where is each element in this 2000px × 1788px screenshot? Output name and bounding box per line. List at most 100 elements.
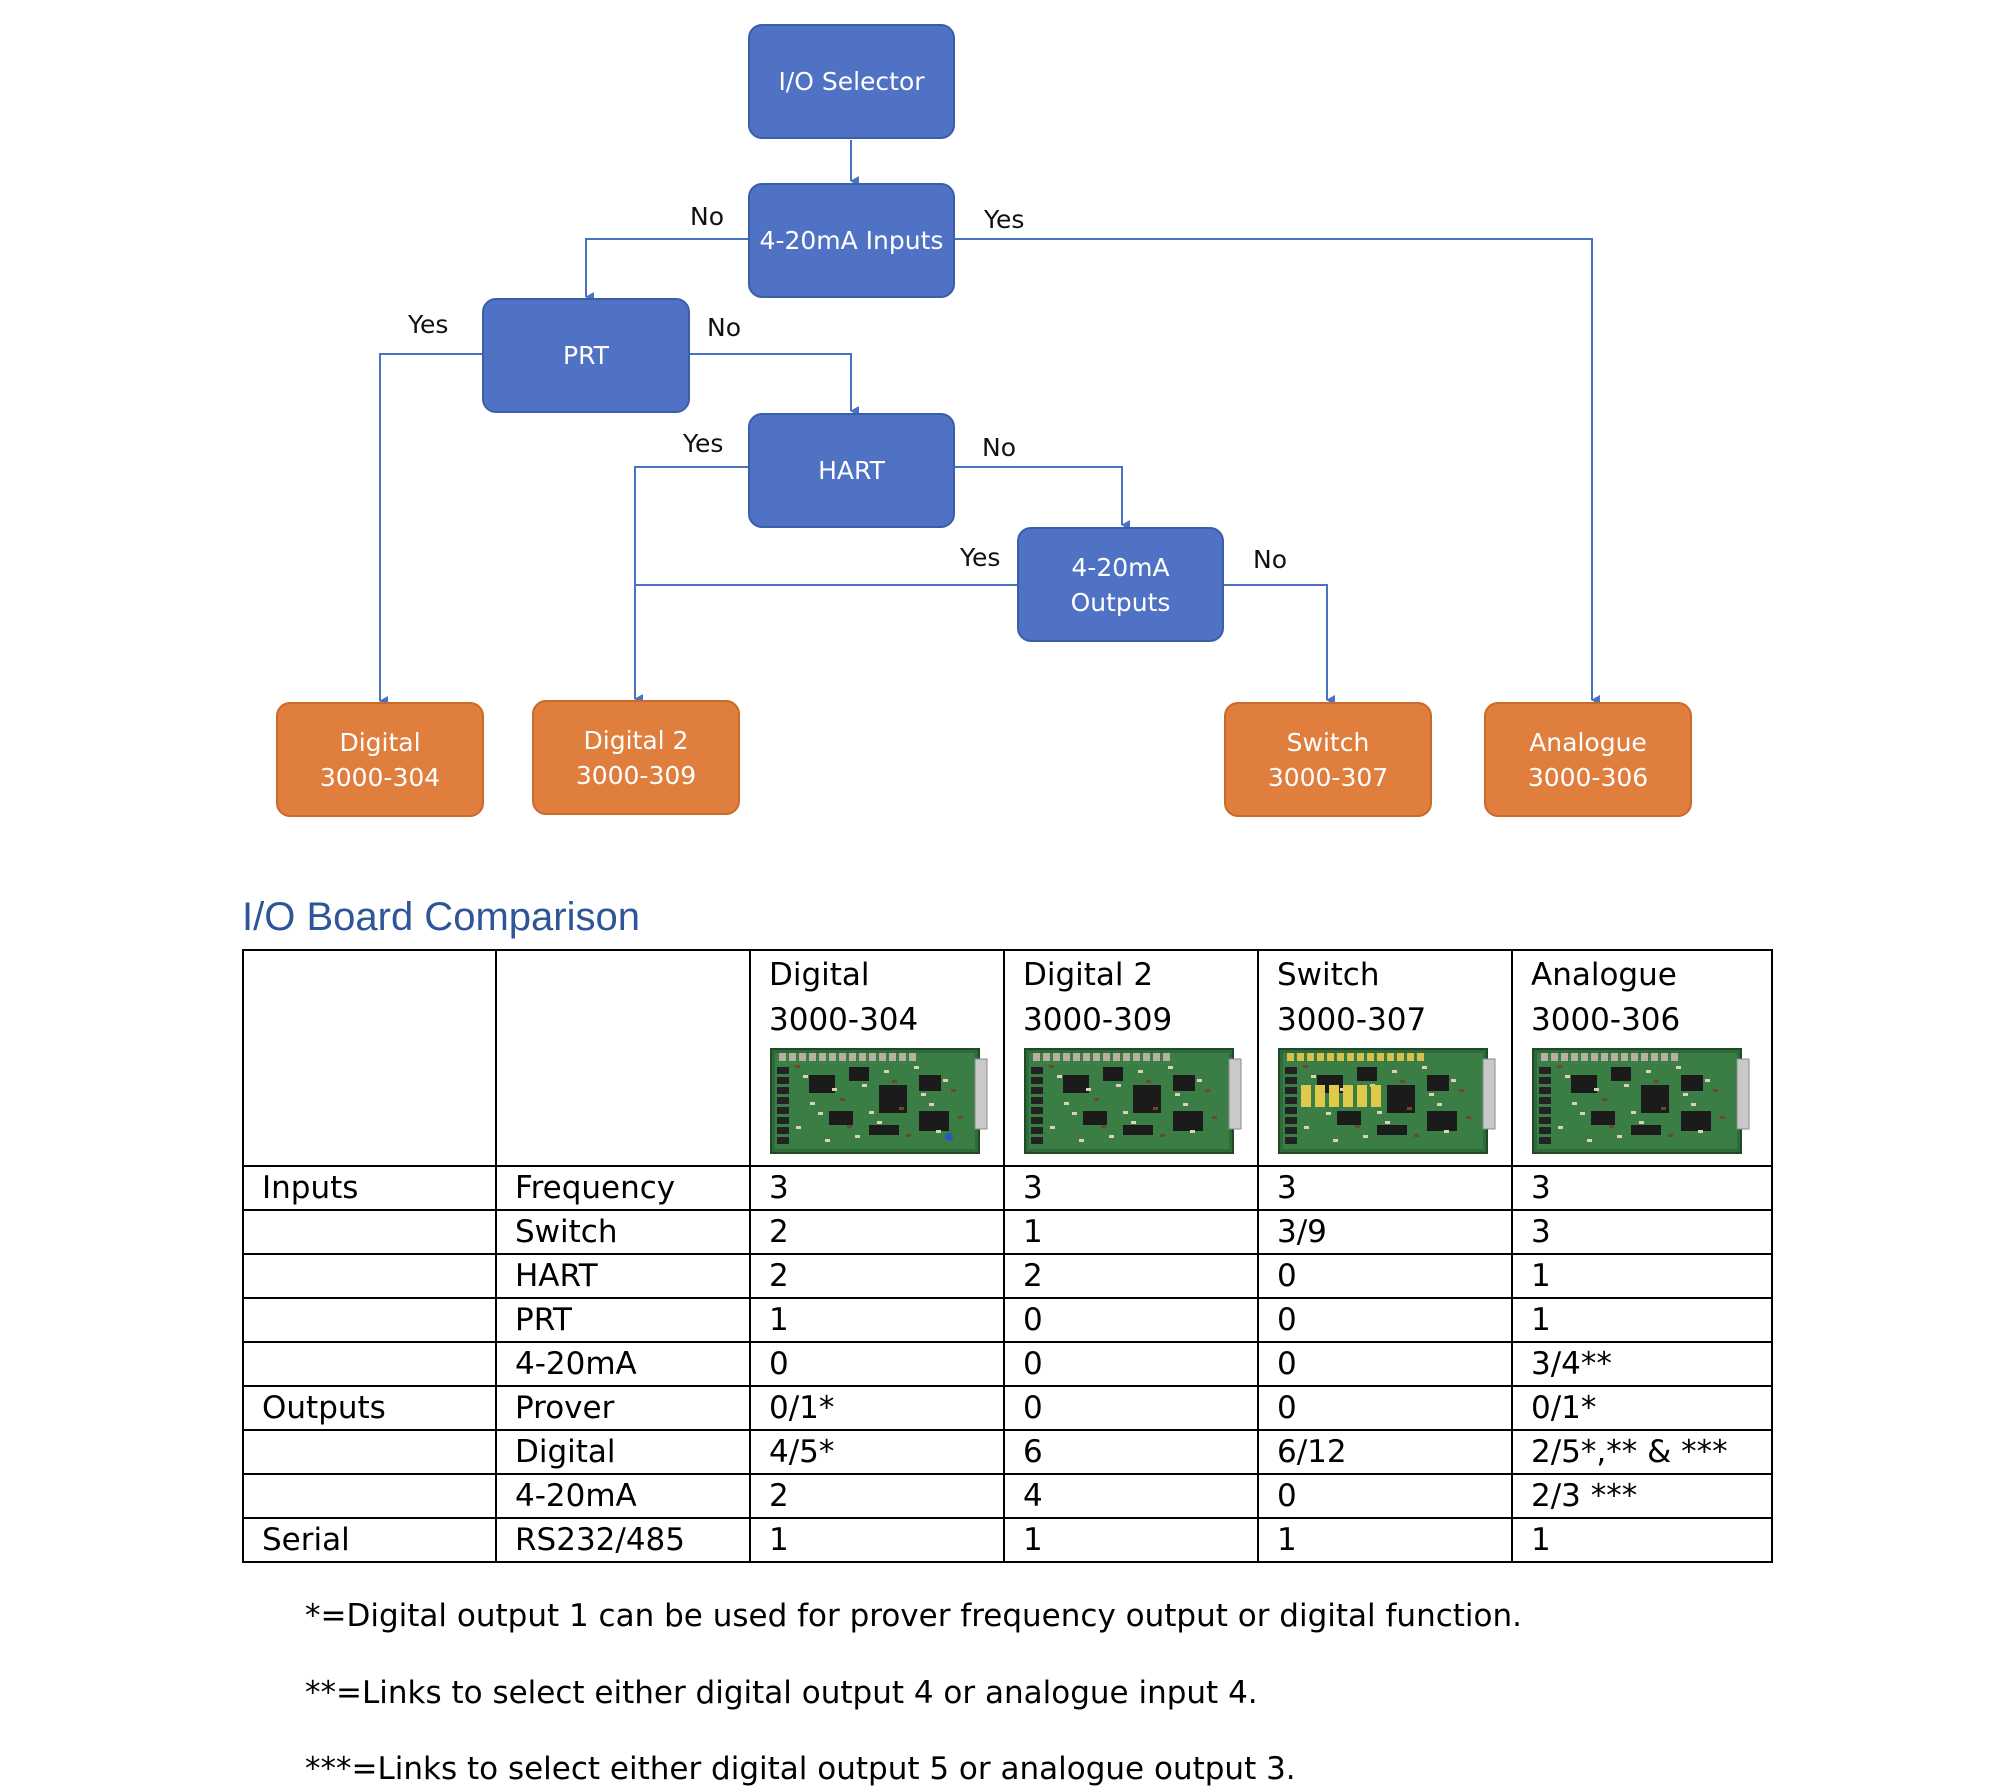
row-group-cell: Outputs — [242, 1385, 497, 1431]
row-value-cell: 0 — [1003, 1385, 1259, 1431]
column-code: 3000-307 — [1277, 1002, 1427, 1038]
footnote-1: *=Digital output 1 can be used for prove… — [305, 1598, 1522, 1634]
label-prt-yes: Yes — [408, 310, 449, 339]
row-group-cell: Inputs — [242, 1165, 497, 1211]
edge-prt-yes-to-digital — [379, 353, 482, 706]
row-value-cell: 1 — [749, 1517, 1005, 1563]
column-name: Digital 2 — [1023, 957, 1154, 993]
label-hart-no: No — [982, 433, 1016, 462]
edge-inputs-no-to-prt — [585, 238, 748, 302]
row-value-cell: 1 — [1511, 1253, 1773, 1299]
edge-inputs-yes-to-analogue — [955, 238, 1600, 705]
row-value-cell: 6 — [1003, 1429, 1259, 1475]
node-hart: HART — [748, 413, 955, 528]
row-value-cell: 0 — [1257, 1385, 1513, 1431]
row-group-cell — [242, 1297, 497, 1343]
row-feature-cell: Prover — [495, 1385, 751, 1431]
column-name: Analogue — [1531, 957, 1677, 993]
row-value-cell: 2/3 *** — [1511, 1473, 1773, 1519]
row-value-cell: 2/5*,** & *** — [1511, 1429, 1773, 1475]
node-4-20ma-inputs: 4-20mA Inputs — [748, 183, 955, 298]
header-digital2: Digital 2 3000-309 — [1003, 949, 1259, 1167]
node-digital2-3000-309: Digital 2 3000-309 — [532, 700, 740, 815]
row-group-cell — [242, 1473, 497, 1519]
column-name: Digital — [769, 957, 870, 993]
row-value-cell: 1 — [1257, 1517, 1513, 1563]
column-name: Switch — [1277, 957, 1380, 993]
node-prt: PRT — [482, 298, 690, 413]
row-feature-cell: 4-20mA — [495, 1473, 751, 1519]
row-group-cell — [242, 1341, 497, 1387]
row-value-cell: 4/5* — [749, 1429, 1005, 1475]
row-feature-cell: Digital — [495, 1429, 751, 1475]
label-outputs-no: No — [1253, 545, 1287, 574]
io-selector-flowchart: I/O Selector 4-20mA Inputs PRT HART 4-20… — [0, 0, 2000, 830]
row-value-cell: 0 — [749, 1341, 1005, 1387]
row-feature-cell: Switch — [495, 1209, 751, 1255]
edge-hart-yes-to-digital2 — [634, 466, 748, 704]
label-inputs-yes: Yes — [984, 205, 1025, 234]
node-analogue-3000-306: Analogue 3000-306 — [1484, 702, 1692, 817]
column-code: 3000-306 — [1531, 1002, 1681, 1038]
io-board-comparison-table: Digital 3000-304 Digital 2 3000-309 Swit… — [242, 949, 1773, 1563]
row-value-cell: 2 — [749, 1473, 1005, 1519]
row-feature-cell: 4-20mA — [495, 1341, 751, 1387]
row-value-cell: 1 — [1003, 1209, 1259, 1255]
column-code: 3000-304 — [769, 1002, 919, 1038]
row-value-cell: 0 — [1003, 1297, 1259, 1343]
header-empty-cell — [242, 949, 497, 1167]
column-code: 3000-309 — [1023, 1002, 1173, 1038]
node-4-20ma-outputs: 4-20mA Outputs — [1017, 527, 1224, 642]
node-io-selector: I/O Selector — [748, 24, 955, 139]
row-group-cell — [242, 1209, 497, 1255]
row-group-cell — [242, 1429, 497, 1475]
row-value-cell: 1 — [749, 1297, 1005, 1343]
row-value-cell: 0 — [1003, 1341, 1259, 1387]
label-outputs-yes: Yes — [960, 543, 1001, 572]
row-value-cell: 2 — [749, 1209, 1005, 1255]
row-value-cell: 4 — [1003, 1473, 1259, 1519]
row-value-cell: 6/12 — [1257, 1429, 1513, 1475]
edge-outputs-no-to-switch — [1224, 584, 1335, 705]
row-value-cell: 1 — [1003, 1517, 1259, 1563]
footnote-2: **=Links to select either digital output… — [305, 1675, 1258, 1711]
row-value-cell: 3 — [1511, 1209, 1773, 1255]
header-switch: Switch 3000-307 — [1257, 949, 1513, 1167]
row-feature-cell: PRT — [495, 1297, 751, 1343]
label-prt-no: No — [707, 313, 741, 342]
row-value-cell: 0 — [1257, 1253, 1513, 1299]
row-value-cell: 2 — [749, 1253, 1005, 1299]
pcb-board-image — [770, 1048, 988, 1154]
row-value-cell: 0/1* — [749, 1385, 1005, 1431]
table-heading: I/O Board Comparison — [242, 895, 640, 939]
row-value-cell: 3 — [749, 1165, 1005, 1211]
header-analogue: Analogue 3000-306 — [1511, 949, 1773, 1167]
pcb-board-image — [1024, 1048, 1242, 1154]
row-value-cell: 3 — [1257, 1165, 1513, 1211]
row-value-cell: 0/1* — [1511, 1385, 1773, 1431]
row-feature-cell: HART — [495, 1253, 751, 1299]
header-empty-cell — [495, 949, 751, 1167]
pcb-board-image — [1278, 1048, 1496, 1154]
flowchart-connectors — [379, 140, 1600, 706]
row-value-cell: 3 — [1003, 1165, 1259, 1211]
edge-hart-no-to-outputs — [955, 466, 1130, 530]
row-value-cell: 2 — [1003, 1253, 1259, 1299]
row-value-cell: 3/4** — [1511, 1341, 1773, 1387]
edge-prt-no-to-hart — [690, 353, 859, 416]
row-value-cell: 0 — [1257, 1473, 1513, 1519]
footnote-3: ***=Links to select either digital outpu… — [305, 1751, 1296, 1787]
pcb-board-image — [1532, 1048, 1750, 1154]
row-group-cell — [242, 1253, 497, 1299]
header-digital: Digital 3000-304 — [749, 949, 1005, 1167]
node-digital-3000-304: Digital 3000-304 — [276, 702, 484, 817]
row-value-cell: 3/9 — [1257, 1209, 1513, 1255]
label-inputs-no: No — [690, 202, 724, 231]
